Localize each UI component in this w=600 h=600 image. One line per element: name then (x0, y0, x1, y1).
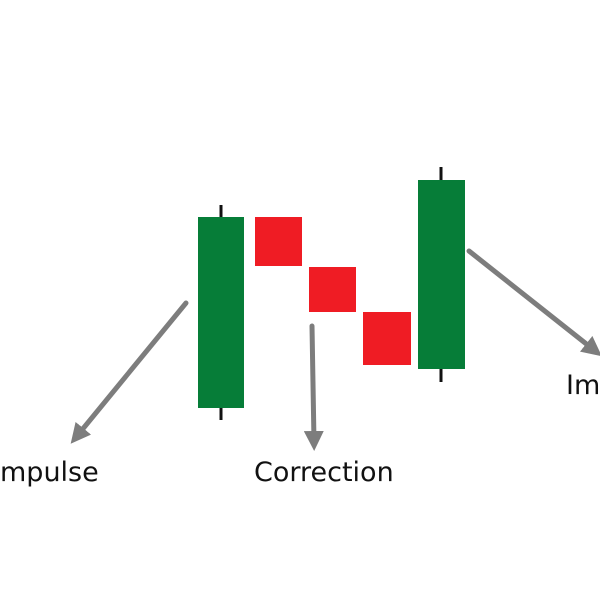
impulse-left-label: mpulse (0, 457, 99, 488)
candle-4-body (363, 312, 411, 365)
impulse-right-label: Im (566, 370, 600, 401)
candle-5-body (418, 180, 465, 369)
candle-impulse-2 (418, 167, 465, 382)
impulse-right-arrow (466, 248, 600, 357)
candle-3-body (309, 267, 356, 312)
correction-label: Correction (254, 457, 394, 488)
candle-1-body (198, 217, 244, 408)
impulse-left-arrow (70, 300, 189, 444)
candle-correction-2 (309, 267, 356, 312)
candle-correction-1 (255, 217, 302, 266)
correction-arrow (303, 323, 324, 451)
candle-2-body (255, 217, 302, 266)
candle-correction-3 (363, 312, 411, 365)
candle-impulse-1 (198, 205, 244, 420)
